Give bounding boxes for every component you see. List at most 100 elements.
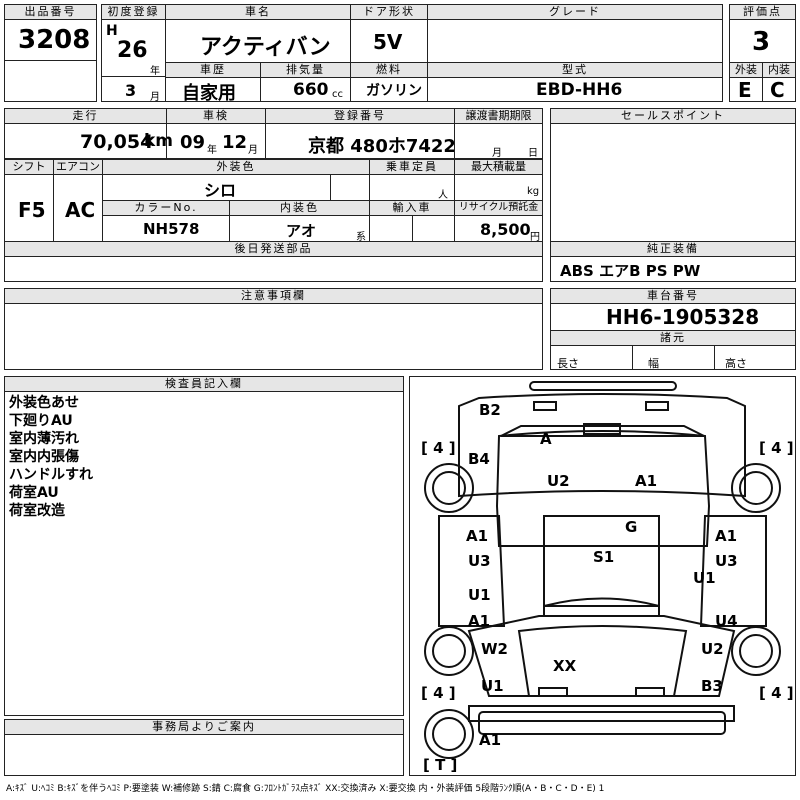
spare-wheel-shape: [424, 709, 474, 759]
door-label: ドア形状: [350, 4, 428, 20]
recycle-unit: 円: [530, 232, 540, 243]
notes-box: [4, 303, 543, 370]
capacity-label: 乗車定員: [369, 159, 455, 175]
office-label: 事務局よりご案内: [4, 719, 404, 735]
note-line: 外装色あせ: [9, 395, 79, 411]
model-label: 型式: [427, 62, 723, 78]
first-reg-label: 初度登録: [101, 4, 166, 20]
interior-grade: C: [770, 78, 785, 102]
rear-lamp-shape: [538, 687, 568, 697]
model: EBD-HH6: [536, 80, 623, 100]
displacement-label: 排気量: [260, 62, 351, 78]
interior-box: [762, 77, 796, 102]
insp-year-unit: 年: [207, 145, 217, 156]
legend: A:ｷｽﾞ U:ﾍｺﾐ B:ｷｽﾞを伴うﾍｺﾐ P:要塗装 W:補修跡 S:錆 …: [6, 784, 605, 794]
cc-unit: cc: [332, 89, 343, 100]
rear-window-shape: [517, 625, 688, 697]
lot-label: 出品番号: [4, 4, 97, 20]
year-unit: 年: [150, 66, 160, 77]
exterior-grade: E: [738, 78, 752, 102]
damage-mark: A1: [468, 612, 490, 630]
chassis-label: 車台番号: [550, 288, 796, 304]
model-box: [427, 77, 723, 102]
int-color: アオ: [286, 222, 317, 240]
width-label: 幅: [648, 357, 659, 370]
car-name: アクティバン: [200, 35, 331, 60]
ac: AC: [65, 198, 96, 222]
insp-month-unit: 月: [248, 145, 258, 156]
insp-year: 09: [180, 132, 206, 153]
fuel: ガソリン: [366, 83, 422, 99]
tire-depth-fl: [ 4 ]: [421, 439, 456, 457]
exterior-label: 外装: [729, 62, 763, 78]
wheel-rr-shape: [731, 626, 781, 676]
cabin-shape: [495, 430, 711, 547]
damage-mark: XX: [553, 657, 577, 675]
sales-points-box: [550, 123, 796, 257]
transfer-month-unit: 月: [492, 148, 502, 159]
mileage-label: 走行: [4, 108, 167, 124]
int-color-unit: 系: [356, 232, 366, 243]
plate: 京都 480ホ7422: [308, 136, 456, 157]
parts-label: 後日発送部品: [4, 241, 543, 257]
damage-mark: A1: [715, 527, 737, 545]
inspection-label: 車検: [166, 108, 266, 124]
month-unit: 月: [150, 92, 160, 103]
damage-mark: U1: [481, 677, 504, 695]
rear-bumper-shape: [468, 705, 735, 722]
spec-box: [550, 345, 796, 370]
damage-mark: W2: [481, 640, 508, 658]
damage-mark: B2: [479, 401, 501, 419]
left-side-shape: [438, 515, 506, 627]
notes-label: 注意事項欄: [4, 288, 543, 304]
height-label: 高さ: [725, 357, 747, 370]
car-name-label: 車名: [165, 4, 351, 20]
km-unit: km: [144, 131, 174, 151]
wheel-rl-shape: [424, 626, 474, 676]
front-bumper-shape: [529, 381, 677, 391]
damage-mark: U1: [693, 569, 716, 587]
length-label: 長さ: [557, 357, 579, 370]
score-label: 評価点: [729, 4, 796, 20]
rear-body-shape: [467, 615, 736, 697]
interior-label: 内装: [762, 62, 796, 78]
roof-rear-shape: [543, 597, 660, 617]
wheel-fr-shape: [731, 463, 781, 513]
front-body-shape: [458, 393, 746, 498]
parts-box: [4, 256, 543, 282]
reg-month: 3: [125, 81, 137, 100]
sales-points-label: セールスポイント: [550, 108, 796, 124]
ext-color: シロ: [204, 181, 237, 200]
max-load-label: 最大積載量: [454, 159, 543, 175]
chassis-number: HH6-1905328: [606, 305, 760, 329]
damage-mark: A1: [479, 731, 501, 749]
inspector-label: 検査員記入欄: [4, 376, 404, 392]
recycle-label: リサイクル預託金: [454, 200, 543, 216]
damage-mark: U3: [468, 552, 491, 570]
rear-lamp-shape: [635, 687, 665, 697]
office-box: [4, 734, 404, 776]
plate-label: 登録番号: [265, 108, 455, 124]
damage-mark: A1: [466, 527, 488, 545]
damage-mark: A: [540, 430, 552, 448]
shift: F5: [18, 198, 46, 222]
equipment-label: 純正装備: [550, 241, 796, 257]
equipment: ABS エアB PS PW: [560, 262, 701, 280]
damage-mark: A1: [635, 472, 657, 490]
door: 5V: [373, 30, 403, 54]
lot-number: 3208: [18, 25, 91, 55]
damage-mark: B4: [468, 450, 490, 468]
mirror-shape: [583, 423, 621, 435]
ac-label: エアコン: [53, 159, 103, 175]
grade-label: グレード: [427, 4, 723, 20]
import-label: 輸入車: [369, 200, 455, 216]
note-line: ハンドルすれ: [9, 467, 93, 483]
note-line: 下廻りAU: [9, 413, 73, 429]
mileage: 70,054: [80, 131, 154, 153]
damage-diagram-box: [409, 376, 796, 776]
reg-year: 26: [117, 38, 148, 63]
damage-mark: U2: [701, 640, 724, 658]
note-line: 室内薄汚れ: [9, 431, 79, 447]
equipment-box: [550, 256, 796, 282]
